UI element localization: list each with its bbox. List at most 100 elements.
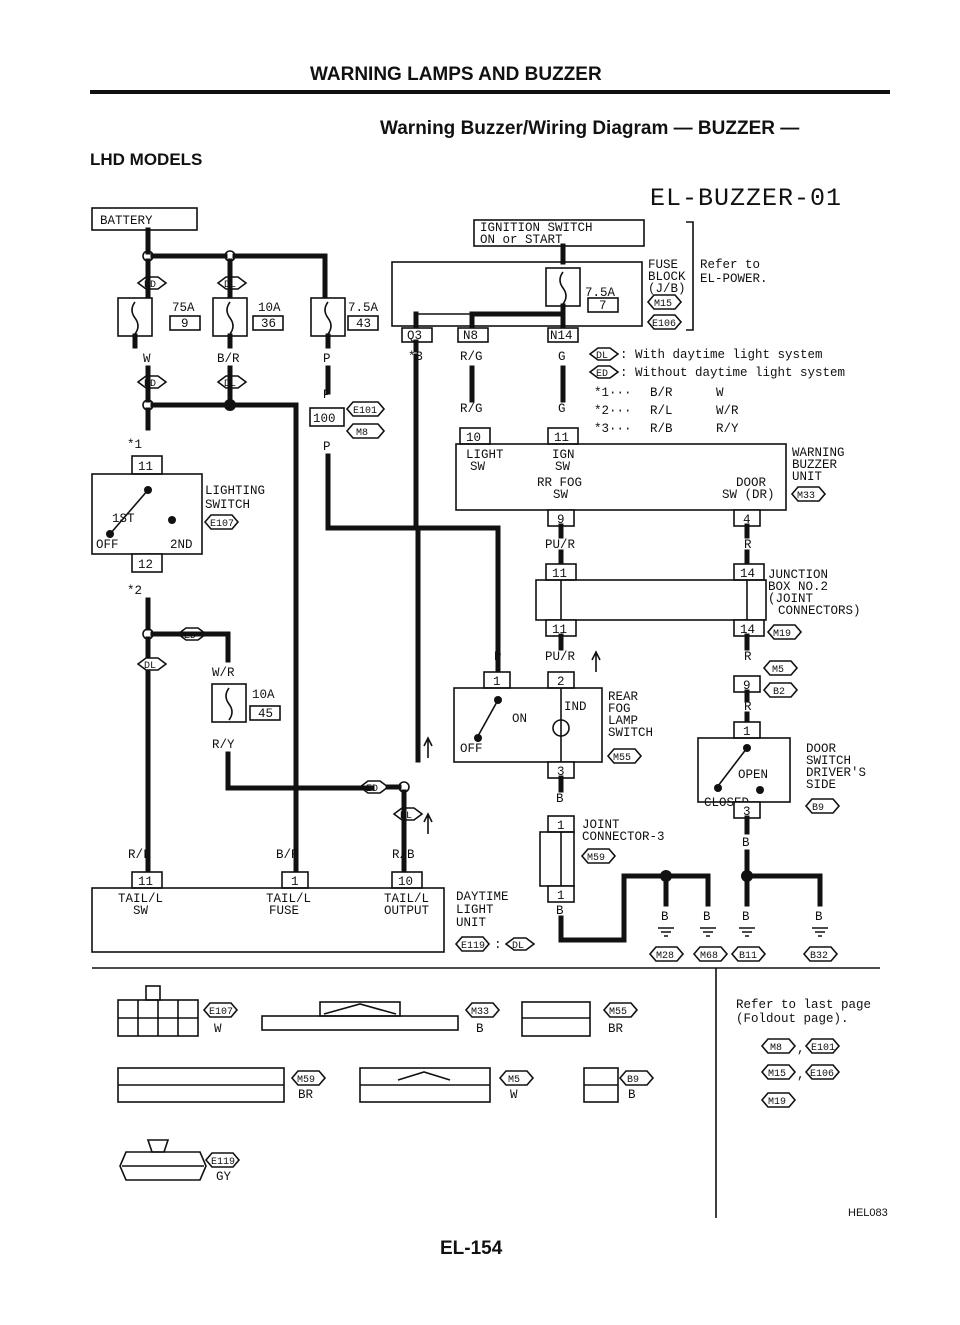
svg-text:OUTPUT: OUTPUT [384, 904, 430, 918]
svg-text:OPEN: OPEN [738, 768, 768, 782]
connector-e119: E119 GY [119, 1139, 241, 1184]
svg-text:SWITCH: SWITCH [806, 754, 851, 768]
svg-text:IND: IND [564, 700, 587, 714]
svg-text:DOOR: DOOR [806, 742, 837, 756]
page-number: EL-154 [440, 1238, 503, 1259]
svg-text:B/R: B/R [276, 848, 299, 862]
svg-text:*2: *2 [127, 584, 142, 598]
svg-text:R/Y: R/Y [212, 738, 235, 752]
svg-text:DL: DL [224, 280, 236, 291]
connector-m55: M55 BR [521, 1001, 639, 1037]
svg-text:ON or START: ON or START [480, 233, 563, 247]
svg-text:B: B [703, 910, 711, 924]
badge-ed-2: ED [136, 375, 168, 390]
svg-text:7: 7 [599, 299, 607, 313]
svg-text:DL: DL [400, 811, 412, 822]
svg-text:*1: *1 [127, 438, 142, 452]
svg-text:36: 36 [261, 317, 276, 331]
svg-text:M15: M15 [654, 299, 672, 310]
svg-text:B: B [556, 904, 564, 918]
refer-foldout: Refer to last page (Foldout page). M8 , … [736, 998, 871, 1108]
svg-text:4: 4 [743, 513, 751, 527]
svg-text:DL: DL [144, 661, 156, 672]
svg-text:E119: E119 [461, 941, 485, 952]
svg-text:R: R [744, 650, 752, 664]
badge-ed-1: ED [136, 276, 168, 291]
connector-m5: M5 W [359, 1067, 535, 1103]
fuse-7-5a-43: 7.5A 43 [310, 297, 379, 337]
svg-text:M5: M5 [772, 665, 784, 676]
svg-text:B: B [556, 792, 564, 806]
svg-text:12: 12 [138, 558, 153, 572]
svg-text:B/R: B/R [650, 386, 673, 400]
svg-text:1: 1 [557, 889, 565, 903]
svg-text:1: 1 [557, 819, 565, 833]
conn-100-e101: 100 E101 M8 [309, 401, 386, 439]
svg-text:: Without daytime light system: : Without daytime light system [620, 366, 845, 380]
svg-text:14: 14 [740, 567, 755, 581]
svg-text:SW: SW [553, 488, 569, 502]
svg-text:10: 10 [398, 875, 413, 889]
door-switch-m5: 9 M5 B2 [733, 660, 799, 698]
svg-text:11: 11 [138, 460, 153, 474]
svg-text:9: 9 [181, 317, 189, 331]
svg-text:1: 1 [743, 725, 751, 739]
svg-text:Refer to last page: Refer to last page [736, 998, 871, 1012]
svg-text:SW: SW [133, 904, 149, 918]
svg-text:DL: DL [512, 941, 524, 952]
svg-text:M59: M59 [297, 1075, 315, 1086]
svg-text:UNIT: UNIT [456, 916, 487, 930]
connector-e107: E107 W [117, 985, 239, 1037]
svg-text:7.5A: 7.5A [348, 301, 379, 315]
ground-m68: M68 [692, 946, 729, 962]
svg-text:M68: M68 [700, 951, 718, 962]
svg-text:R/L: R/L [650, 404, 673, 418]
svg-text:B: B [742, 910, 750, 924]
svg-text:DAYTIME: DAYTIME [456, 890, 509, 904]
svg-text:E101: E101 [353, 406, 377, 417]
svg-text:R/B: R/B [650, 422, 673, 436]
connector-m33: M33 B [261, 1001, 501, 1036]
badge-dl-3: DL [136, 657, 168, 672]
fuse-75a: 75A 9 [117, 297, 201, 337]
svg-text:R: R [744, 538, 752, 552]
svg-text:: With daytime light system: : With daytime light system [620, 348, 823, 362]
fuse-block-label: FUSE BLOCK (J/B) M15 E106 Refer to EL-PO… [646, 221, 768, 331]
svg-text:OFF: OFF [96, 538, 119, 552]
svg-text:TAIL/L: TAIL/L [266, 892, 311, 906]
svg-text:1: 1 [291, 875, 299, 889]
svg-text:,: , [797, 1042, 805, 1056]
lighting-switch: 11 1ST OFF 2ND LIGHTING SWITCH E107 12 [91, 455, 265, 573]
svg-text:CONNECTORS): CONNECTORS) [778, 604, 861, 618]
svg-text:10A: 10A [252, 688, 275, 702]
svg-text:DOOR: DOOR [736, 476, 767, 490]
svg-text:RR FOG: RR FOG [537, 476, 582, 490]
ground-labels: B B B B [661, 910, 823, 924]
joint-connector-3: 1 1 JOINT CONNECTOR-3 M59 [539, 815, 665, 903]
svg-text:JUNCTION: JUNCTION [768, 568, 828, 582]
svg-text:B: B [815, 910, 823, 924]
svg-text:JOINT: JOINT [582, 818, 620, 832]
svg-text:ED: ED [596, 369, 608, 380]
svg-text:R/Y: R/Y [716, 422, 739, 436]
svg-text:BATTERY: BATTERY [100, 214, 153, 228]
svg-text:SIDE: SIDE [806, 778, 836, 792]
svg-text:LIGHT: LIGHT [466, 448, 504, 462]
svg-text:ON: ON [512, 712, 527, 726]
legend-ed: ED : Without daytime light system [588, 365, 845, 380]
svg-text:SW (DR): SW (DR) [722, 488, 775, 502]
svg-text:UNIT: UNIT [792, 470, 823, 484]
svg-text:43: 43 [356, 317, 371, 331]
svg-text:GY: GY [216, 1170, 232, 1184]
svg-text:M59: M59 [587, 853, 605, 864]
svg-text:(Foldout page).: (Foldout page). [736, 1012, 849, 1026]
diagram-title: Warning Buzzer/Wiring Diagram — BUZZER — [380, 118, 800, 139]
svg-text:ED: ED [144, 379, 156, 390]
svg-text:11: 11 [554, 431, 569, 445]
svg-text:EL-POWER.: EL-POWER. [700, 272, 768, 286]
svg-text:3: 3 [557, 765, 565, 779]
fuse-10a-45: 10A 45 [211, 683, 281, 723]
svg-text:M15: M15 [768, 1069, 786, 1080]
svg-text:2: 2 [557, 675, 565, 689]
